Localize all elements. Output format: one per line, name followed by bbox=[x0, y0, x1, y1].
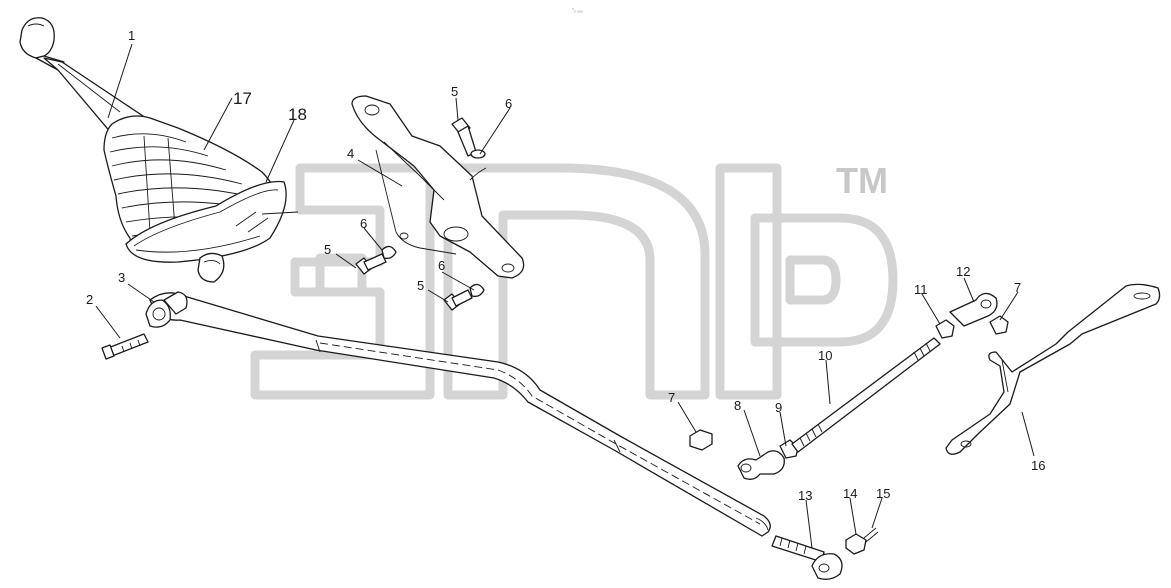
ball-joint-13 bbox=[771, 535, 843, 580]
callout-13: 13 bbox=[798, 488, 812, 503]
leader-lines bbox=[95, 43, 1035, 549]
bracket-plate bbox=[945, 283, 1161, 455]
cotter-pin-15 bbox=[863, 527, 879, 543]
callout-1: 1 bbox=[128, 28, 135, 43]
washer-6-top bbox=[470, 149, 486, 159]
nut-14 bbox=[845, 533, 867, 555]
bolt-5-mid bbox=[355, 253, 387, 275]
shift-rod bbox=[145, 291, 771, 537]
top-mark: °ₒ ₒₒₒ bbox=[572, 8, 583, 14]
watermark-trademark: TM bbox=[836, 160, 888, 201]
callout-17: 17 bbox=[233, 89, 252, 108]
callout-16: 16 bbox=[1031, 458, 1045, 473]
callout-8: 8 bbox=[734, 398, 741, 413]
washer-6-mid bbox=[381, 245, 397, 260]
callout-6-mid: 6 bbox=[360, 216, 367, 231]
callout-12: 12 bbox=[956, 264, 970, 279]
watermark-logo: TM bbox=[250, 160, 898, 400]
callout-3: 3 bbox=[118, 270, 125, 285]
callout-5-top: 5 bbox=[451, 84, 458, 99]
threaded-rod bbox=[791, 337, 941, 453]
callout-6-top: 6 bbox=[505, 96, 512, 111]
callout-18: 18 bbox=[288, 105, 307, 124]
washer-6-low bbox=[469, 283, 485, 298]
bracket bbox=[351, 95, 525, 279]
callout-6-low: 6 bbox=[438, 258, 445, 273]
bolt-2 bbox=[101, 333, 149, 360]
lever-base bbox=[197, 252, 225, 283]
ball-joint-8 bbox=[737, 450, 785, 480]
callout-11: 11 bbox=[914, 282, 928, 297]
callout-labels: 1 2 3 4 5 5 5 6 6 6 7 7 8 9 10 11 12 13 … bbox=[86, 28, 1045, 503]
bolt-5-low bbox=[443, 289, 473, 311]
callout-9: 9 bbox=[775, 400, 782, 415]
callout-7-right: 7 bbox=[1014, 280, 1021, 295]
callout-4: 4 bbox=[347, 146, 354, 161]
nut-7-left bbox=[689, 429, 713, 451]
callout-10: 10 bbox=[818, 348, 832, 363]
gear-lever bbox=[19, 17, 147, 135]
callout-5-mid: 5 bbox=[324, 242, 331, 257]
callout-5-low: 5 bbox=[417, 278, 424, 293]
boot-ring bbox=[125, 180, 299, 263]
callout-14: 14 bbox=[843, 486, 857, 501]
nut-11 bbox=[935, 319, 955, 339]
ball-joint-12 bbox=[949, 292, 998, 327]
nut-7-right bbox=[989, 315, 1009, 335]
callout-7-left: 7 bbox=[668, 390, 675, 405]
bolt-5-top bbox=[451, 117, 477, 157]
callout-2: 2 bbox=[86, 292, 93, 307]
callout-15: 15 bbox=[876, 486, 890, 501]
